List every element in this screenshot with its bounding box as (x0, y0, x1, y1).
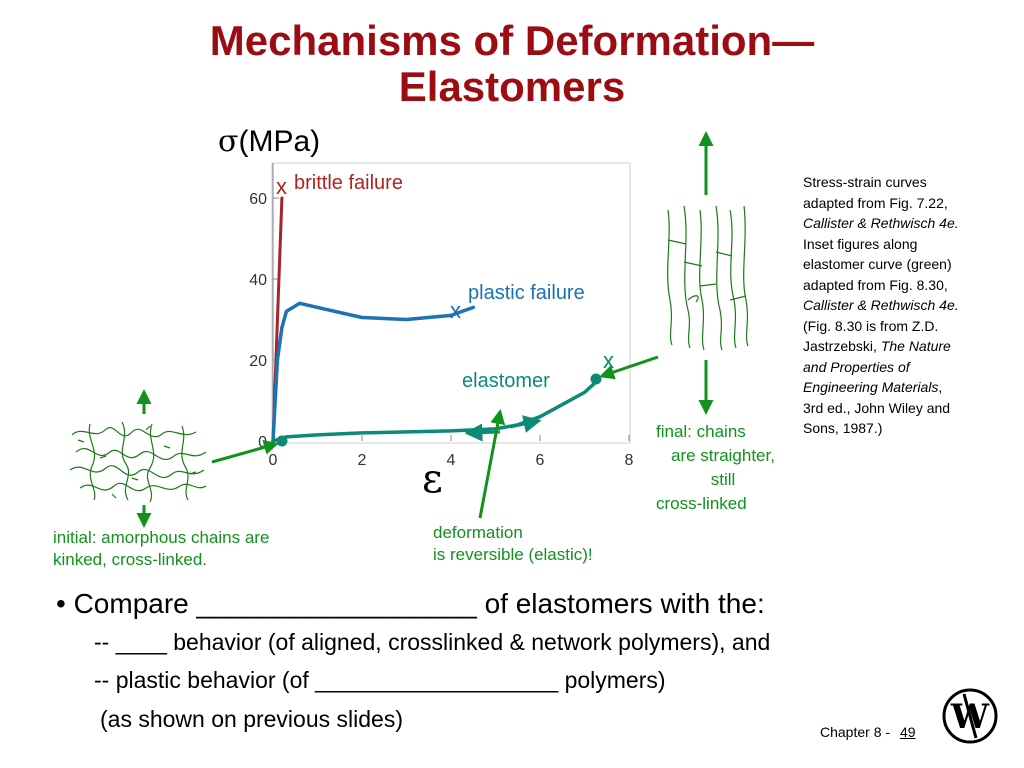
final-pointer-arrow-icon (599, 355, 659, 380)
figure-source-caption: Stress-strain curves adapted from Fig. 7… (803, 172, 1003, 439)
sigma-symbol: σ (218, 124, 239, 159)
elastomer-start-dot (276, 435, 288, 447)
final-caption-line-2: are straighter, (671, 446, 775, 465)
elastomer-label: elastomer (462, 370, 550, 392)
plot-frame (271, 162, 631, 444)
initial-pointer-arrow-icon (211, 440, 279, 464)
page-number: 49 (899, 724, 916, 740)
caption-line: Jastrzebski, The Nature (803, 336, 1003, 357)
x-tick-label: 6 (536, 452, 545, 469)
initial-caption-line-2: kinked, cross-linked. (53, 550, 208, 569)
final-chains-inset (667, 205, 749, 351)
elastomer-marker: x (603, 348, 614, 373)
y-axis-unit: (MPa) (238, 125, 321, 158)
caption-line: 3rd ed., John Wiley and (803, 399, 951, 416)
unload-arrow-icon (464, 423, 501, 442)
elastomer-end-dot (590, 373, 602, 385)
chart-series (271, 196, 600, 443)
initial-caption: initial: amorphous chains are kinked, cr… (53, 527, 269, 571)
caption-line: Callister & Rethwisch 4e. (803, 295, 1003, 316)
brittle-failure-label: brittle failure (294, 172, 403, 194)
caption-italic: and Properties of (803, 358, 910, 375)
y-axis-label: σ(MPa) (218, 124, 320, 159)
caption-line: Engineering Materials, (803, 377, 1003, 398)
caption-text: Jastrzebski, (803, 338, 881, 354)
caption-line: and Properties of (803, 357, 1003, 378)
load-arrow-icon (509, 415, 542, 433)
caption-line: Sons, 1987.) (803, 420, 883, 436)
initial-chains-inset (69, 421, 207, 503)
final-caption-line-1: final: chains (656, 422, 746, 441)
x-tick-label: 2 (358, 452, 367, 469)
caption-line: (Fig. 8.30 is from Z.D. (803, 317, 939, 334)
wiley-logo-icon: W (942, 688, 998, 744)
caption-italic: Engineering Materials (803, 379, 939, 395)
plastic-failure-label: plastic failure (468, 282, 585, 304)
title-line-1: Mechanisms of Deformation— (209, 17, 815, 64)
final-caption-line-3: still (710, 470, 736, 489)
caption-italic: The Nature (880, 338, 951, 354)
x-axis-label: ε (422, 456, 443, 502)
caption-line: Inset figures along (803, 235, 918, 252)
slide-title: Mechanisms of Deformation— Elastomers (0, 18, 1024, 110)
plastic-marker: x (450, 298, 461, 323)
bullet-list: • Compare __________________ of elastome… (56, 585, 956, 739)
bullet-note: (as shown on previous slides) (100, 706, 403, 732)
title-line-2: Elastomers (398, 63, 626, 110)
x-tick-label: 0 (269, 452, 278, 469)
deformation-caption-line-1: deformation (433, 523, 523, 542)
footer-chapter: Chapter 8 - (820, 724, 891, 740)
caption-italic: Callister & Rethwisch 4e. (803, 215, 959, 231)
y-tick-label: 60 (249, 191, 267, 208)
caption-italic: Callister & Rethwisch 4e. (803, 297, 959, 313)
caption-line: Stress-strain curves (803, 174, 927, 190)
y-tick-label: 20 (249, 353, 267, 370)
final-caption: final: chains are straighter, still cros… (648, 420, 798, 516)
bullet-sub-1: -- ____ behavior (of aligned, crosslinke… (94, 629, 771, 655)
y-tick-label: 40 (249, 272, 267, 289)
bullet-main: • Compare __________________ of elastome… (56, 588, 765, 619)
brittle-marker: x (276, 174, 287, 199)
deformation-pointer-arrow-icon (478, 409, 506, 519)
final-caption-line-4: cross-linked (656, 494, 747, 513)
caption-line: adapted from Fig. 7.22, (803, 194, 948, 211)
slide-footer: Chapter 8 - 49 (820, 724, 916, 740)
plastic-curve (271, 301, 476, 443)
initial-caption-line-1: initial: amorphous chains are (53, 528, 270, 547)
caption-line: adapted from Fig. 8.30, (803, 276, 948, 293)
caption-line: Callister & Rethwisch 4e. (803, 213, 1003, 234)
x-tick-label: 8 (625, 452, 634, 469)
deformation-caption: deformation is reversible (elastic)! (433, 522, 593, 566)
x-tick-label: 4 (447, 452, 456, 469)
bullet-sub-2: -- plastic behavior (of ________________… (94, 667, 666, 693)
deformation-caption-line-2: is reversible (elastic)! (433, 545, 593, 564)
caption-text: , (938, 379, 943, 395)
caption-line: elastomer curve (green) (803, 256, 952, 272)
